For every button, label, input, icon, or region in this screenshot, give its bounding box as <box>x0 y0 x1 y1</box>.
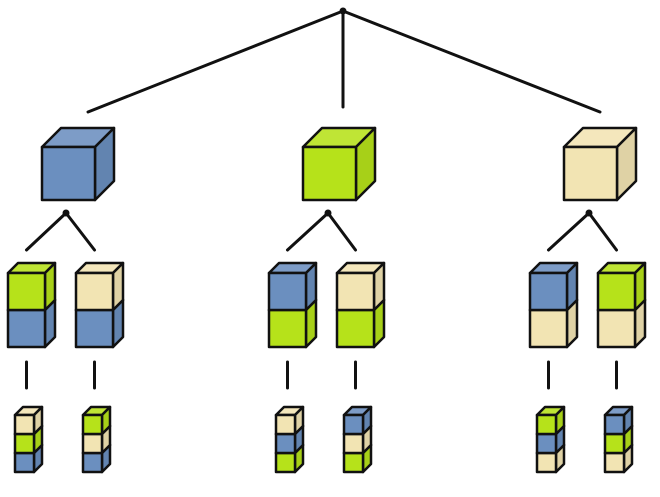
cube-front-face <box>40 145 97 202</box>
cube-side-face <box>111 261 125 312</box>
cube-front-face <box>335 271 376 312</box>
cube-front-face <box>301 145 358 202</box>
cube-side-face <box>43 261 57 312</box>
two-cube-stack-2-1 <box>267 261 318 349</box>
two-cube-stack-3-1 <box>528 261 579 349</box>
cube-front-face <box>13 451 36 474</box>
branch-3-node <box>585 209 593 217</box>
three-cube-stack-1-1 <box>13 405 44 474</box>
cube-tan <box>596 298 647 349</box>
cube-side-face <box>372 261 386 312</box>
edge-branch-3-to-leaf-1 <box>547 211 591 252</box>
cube-green <box>301 126 377 202</box>
two-cube-stack-1-1 <box>6 261 57 349</box>
cube-front-face <box>6 271 47 312</box>
edge-branch-3-to-leaf-2 <box>587 211 618 252</box>
tree-edges <box>25 9 618 390</box>
branch-2-cube <box>301 126 377 202</box>
cube-front-face <box>267 308 308 349</box>
cube-front-face <box>603 432 626 455</box>
branch-2-node <box>324 209 332 217</box>
cube-side-face <box>633 261 647 312</box>
two-cube-stack-3-2 <box>596 261 647 349</box>
cube-front-face <box>274 432 297 455</box>
cube-front-face <box>535 432 558 455</box>
three-cube-stack-2-1 <box>274 405 305 474</box>
cube-tan <box>562 126 638 202</box>
three-cube-stack-2-2 <box>342 405 373 474</box>
branch-1-cube <box>40 126 116 202</box>
cube-front-face <box>274 451 297 474</box>
cube-front-face <box>274 413 297 436</box>
cube-green <box>6 261 57 312</box>
cube-front-face <box>342 413 365 436</box>
cube-front-face <box>81 451 104 474</box>
root-node <box>339 7 347 15</box>
three-cube-stack-1-2 <box>81 405 112 474</box>
two-cube-stack-2-2 <box>335 261 386 349</box>
edge-root-to-branch-1 <box>86 9 345 114</box>
cube-front-face <box>528 271 569 312</box>
cube-blue <box>40 126 116 202</box>
cube-front-face <box>562 145 619 202</box>
cube-front-face <box>81 432 104 455</box>
edge-branch-1-to-leaf-1 <box>25 211 68 252</box>
cube-front-face <box>13 413 36 436</box>
cube-front-face <box>13 432 36 455</box>
cube-green <box>596 261 647 312</box>
cube-front-face <box>535 451 558 474</box>
cube-tan <box>13 405 44 436</box>
cube-front-face <box>596 271 637 312</box>
cube-front-face <box>535 413 558 436</box>
cube-front-face <box>81 413 104 436</box>
cube-front-face <box>74 271 115 312</box>
cube-tan <box>274 405 305 436</box>
branch-3-cube <box>562 126 638 202</box>
cube-front-face <box>74 308 115 349</box>
cube-front-face <box>528 308 569 349</box>
cube-side-face <box>304 261 318 312</box>
edge-root-to-branch-3 <box>341 9 602 114</box>
two-cube-stack-1-2 <box>74 261 125 349</box>
cube-side-face <box>565 261 579 312</box>
cube-blue <box>267 261 318 312</box>
cube-front-face <box>335 308 376 349</box>
cube-blue <box>342 405 373 436</box>
cube-blue <box>528 261 579 312</box>
cube-front-face <box>342 451 365 474</box>
cube-stacks <box>6 126 647 474</box>
tree-nodes <box>62 7 593 217</box>
branch-1-node <box>62 209 70 217</box>
cube-front-face <box>603 413 626 436</box>
cube-front-face <box>267 271 308 312</box>
cube-front-face <box>603 451 626 474</box>
cube-green <box>81 405 112 436</box>
cube-front-face <box>6 308 47 349</box>
edge-branch-2-to-leaf-2 <box>326 211 357 252</box>
three-cube-stack-3-1 <box>535 405 566 474</box>
edge-branch-2-to-leaf-1 <box>286 211 330 252</box>
cube-front-face <box>342 432 365 455</box>
cube-blue <box>603 405 634 436</box>
cube-front-face <box>596 308 637 349</box>
cube-green <box>535 405 566 436</box>
cube-tan <box>335 261 386 312</box>
edge-branch-1-to-leaf-2 <box>64 211 96 252</box>
cube-tan <box>74 261 125 312</box>
three-cube-stack-3-2 <box>603 405 634 474</box>
